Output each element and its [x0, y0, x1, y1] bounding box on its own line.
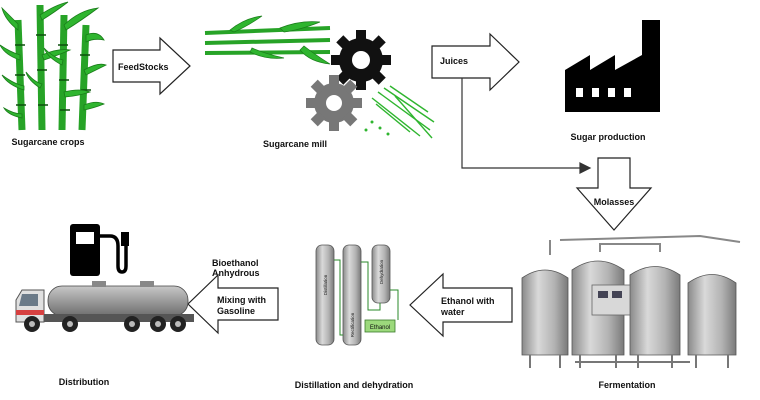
column-label-rectification: Rectification [350, 312, 355, 337]
label-sugar-production: Sugar production [571, 132, 646, 142]
ethanol-water-line1: Ethanol with [441, 296, 495, 306]
ethanol-with-water-arrow: Ethanol with water [409, 272, 513, 338]
bioethanol-line2: Anhydrous [212, 268, 260, 278]
tanker-truck-icon [15, 281, 194, 332]
svg-text:Anhydrous: Anhydrous [212, 268, 260, 278]
svg-text:Gasoline: Gasoline [217, 306, 255, 316]
mixing-gasoline-arrow: Mixing with Gasoline [187, 273, 279, 335]
column-label-distillation: Distillation [323, 274, 328, 295]
label-distribution: Distribution [59, 377, 110, 387]
mixing-line1: Mixing with [217, 295, 266, 305]
fuel-pump-icon [70, 224, 129, 276]
juices-label: Juices [440, 56, 468, 66]
ethanol-water-line2: water [440, 307, 465, 317]
feedstocks-arrow: FeedStocks [112, 36, 191, 96]
label-sugarcane-crops: Sugarcane crops [11, 137, 84, 147]
juices-arrow: Juices [431, 32, 520, 92]
svg-text:water: water [440, 307, 465, 317]
svg-text:Ethanol with: Ethanol with [441, 296, 495, 306]
gear-icon-black [331, 30, 391, 90]
ethanol-tank [364, 319, 396, 333]
distillation-columns: Ethanol Distillation Rectification Dehyd… [315, 244, 399, 346]
sugarcane-mill-icon [204, 15, 435, 139]
sugarcane-crops-icon [0, 1, 108, 131]
svg-text:Mixing with: Mixing with [217, 295, 266, 305]
feedstocks-label: FeedStocks [118, 62, 169, 72]
mixing-line2: Gasoline [217, 306, 255, 316]
svg-text:Bioethanol: Bioethanol [212, 258, 259, 268]
molasses-label: Molasses [594, 197, 635, 207]
fermentation-tanks [521, 234, 741, 368]
factory-icon [565, 20, 660, 112]
label-sugarcane-mill: Sugarcane mill [263, 139, 327, 149]
label-fermentation: Fermentation [598, 380, 655, 390]
gear-icon-grey [306, 75, 362, 131]
label-distillation: Distillation and dehydration [295, 380, 414, 390]
ethanol-tank-label: Ethanol [370, 325, 390, 331]
molasses-arrow: Molasses [575, 157, 653, 231]
molasses-connector [461, 78, 592, 174]
bioethanol-line1: Bioethanol [212, 258, 259, 268]
column-label-dehydration: Dehydration [379, 259, 384, 284]
